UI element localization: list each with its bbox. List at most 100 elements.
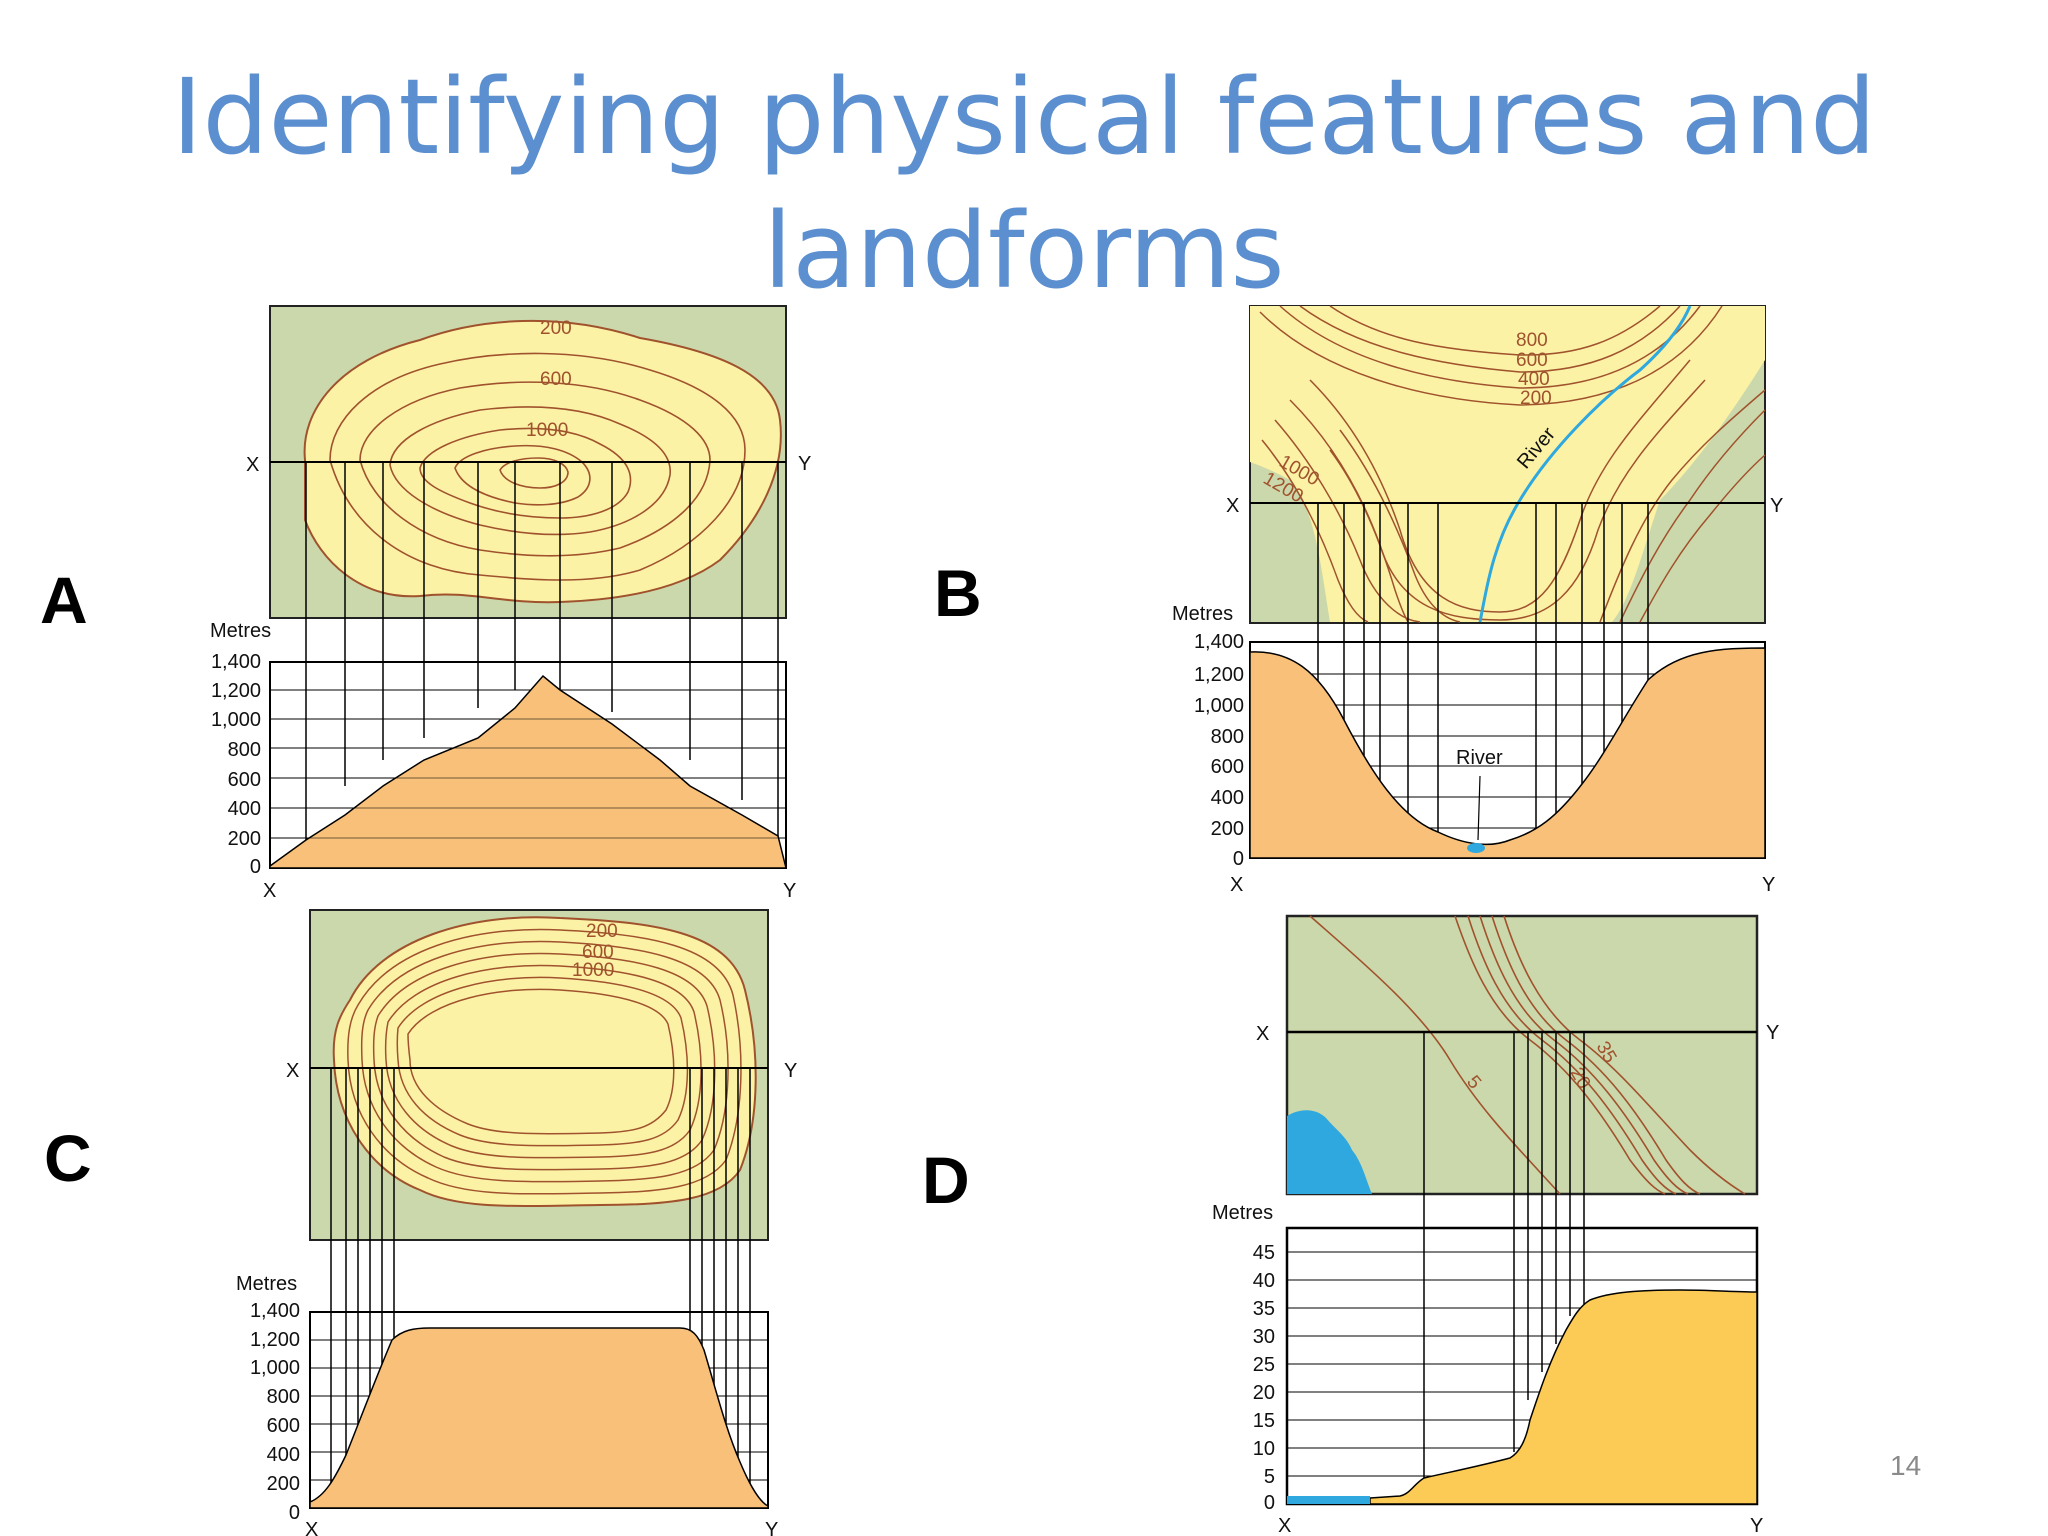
panel-b-diagram: 800 600 400 200 1000 1200 River X Y [1172, 305, 1783, 896]
panel-label-a: A [40, 563, 88, 637]
panel-d-diagram: 5 20 35 X Y Metres 45 40 35 [1212, 914, 1779, 1536]
panel-a-contour-label-1000: 1000 [526, 420, 568, 441]
panel-a-tick: 800 [228, 739, 261, 761]
panel-c-profile-y: Y [765, 1519, 778, 1536]
panel-b-profile-x: X [1230, 874, 1243, 896]
panel-d-tick: 20 [1253, 1382, 1275, 1404]
panel-b-tick: 600 [1211, 756, 1244, 778]
panel-b-map-y: Y [1770, 495, 1783, 517]
panel-a-tick: 1,400 [211, 651, 261, 673]
panel-c-axis-title: Metres [236, 1273, 297, 1295]
panel-a-tick: 600 [228, 769, 261, 791]
panel-c-map-y: Y [784, 1060, 797, 1082]
panel-d-tick: 10 [1253, 1438, 1275, 1460]
panel-d-tick: 15 [1253, 1410, 1275, 1432]
panel-c-contours [347, 928, 742, 1195]
panel-d-profile-y: Y [1750, 1515, 1763, 1536]
panel-b-tick: 1,000 [1194, 695, 1244, 717]
panel-label-d: D [922, 1143, 970, 1217]
panel-b-river-profile [1467, 843, 1485, 853]
panel-b-tick: 0 [1233, 848, 1244, 870]
panel-a-contour-label-600: 600 [540, 369, 572, 390]
panel-d-projection-lines [1423, 1032, 1585, 1478]
panel-a-profile-x: X [263, 880, 276, 902]
panel-b-river-profile-label: River [1456, 747, 1503, 769]
panel-c-tick: 400 [267, 1444, 300, 1466]
panel-a-gridlines-over [270, 718, 786, 839]
panel-a-tick: 200 [228, 828, 261, 850]
panel-a-tick: 400 [228, 798, 261, 820]
panel-c-label-200: 200 [586, 921, 618, 942]
panel-d-water [1287, 1110, 1372, 1194]
panel-d-tick: 5 [1264, 1466, 1275, 1488]
panel-b-ticks: 1,400 1,200 1,000 800 600 400 200 0 [1194, 631, 1244, 870]
panel-b-river-pointer [1477, 775, 1481, 841]
panel-d-tick: 40 [1253, 1270, 1275, 1292]
title-line-1: Identifying physical features and [171, 56, 1877, 178]
panel-c-ticks: 1,400 1,200 1,000 800 600 400 200 0 [250, 1300, 300, 1524]
panel-a-diagram: 200 600 1000 X Y [210, 305, 811, 902]
panel-a-projection-lines [305, 462, 779, 840]
panel-b-label-400: 400 [1518, 369, 1550, 390]
panel-b-tick: 200 [1211, 818, 1244, 840]
panel-d-axis-title: Metres [1212, 1202, 1273, 1224]
panel-d-map-x: X [1256, 1023, 1269, 1045]
slide-title: Identifying physical features and landfo… [0, 50, 2048, 318]
panel-c-tick: 1,000 [250, 1357, 300, 1379]
panel-a-map-x: X [246, 454, 259, 476]
panel-a-axis-title: Metres [210, 620, 271, 642]
panel-c-profile-x: X [305, 1519, 318, 1536]
panel-label-b: B [934, 556, 982, 630]
panel-b-profile-y: Y [1762, 874, 1775, 896]
panel-b-projection-lines [1317, 503, 1649, 855]
panel-label-c: C [44, 1121, 92, 1195]
panel-c-tick: 200 [267, 1473, 300, 1495]
panel-c-tick: 600 [267, 1415, 300, 1437]
panel-c-label-1000: 1000 [572, 960, 614, 981]
panel-c-diagram: 200 600 1000 X Y Metres 1,40 [236, 909, 797, 1536]
slide-number: 14 [1890, 1450, 1922, 1481]
panel-b-label-200: 200 [1520, 388, 1552, 409]
panel-d-ticks: 45 40 35 30 25 20 15 10 5 0 [1253, 1242, 1275, 1514]
panel-c-tick: 1,200 [250, 1329, 300, 1351]
panel-d-profile-x: X [1278, 1515, 1291, 1536]
panel-c-tick: 0 [289, 1502, 300, 1524]
panel-b-tick: 1,400 [1194, 631, 1244, 653]
panel-b-tick: 800 [1211, 726, 1244, 748]
panel-c-tick: 800 [267, 1386, 300, 1408]
panel-b-contours [1259, 305, 1766, 623]
panel-d-water-profile [1287, 1496, 1370, 1504]
panel-c-tick: 1,400 [250, 1300, 300, 1322]
panel-d-contours [1309, 915, 1746, 1195]
panel-b-profile [1249, 647, 1766, 859]
panel-c-land [332, 916, 757, 1207]
panel-c-label-600: 600 [582, 942, 614, 963]
panel-d-map-y: Y [1766, 1022, 1779, 1044]
panel-b-tick: 1,200 [1194, 664, 1244, 686]
panel-c-profile [309, 1327, 769, 1509]
panel-b-river [1478, 305, 1692, 623]
panel-a-map-y: Y [798, 453, 811, 475]
panel-a-contour-label-200: 200 [540, 318, 572, 339]
panel-d-tick: 0 [1264, 1492, 1275, 1514]
panel-b-tick: 400 [1211, 787, 1244, 809]
panel-a-ticks: 1,400 1,200 1,000 800 600 400 200 0 [211, 651, 261, 878]
panel-c-projection-lines [330, 1068, 751, 1488]
panel-c-map-x: X [286, 1060, 299, 1082]
panel-a-contours [329, 352, 746, 581]
panel-d-profile [1369, 1289, 1758, 1505]
title-line-2: landforms [763, 190, 1285, 312]
panel-a-tick: 1,200 [211, 680, 261, 702]
panel-a-profile-y: Y [783, 880, 796, 902]
panel-b-axis-title: Metres [1172, 603, 1233, 625]
panel-d-tick: 25 [1253, 1354, 1275, 1376]
panel-d-tick: 35 [1253, 1298, 1275, 1320]
panel-a-tick: 0 [250, 856, 261, 878]
panel-d-tick: 30 [1253, 1326, 1275, 1348]
panel-a-profile [269, 674, 787, 869]
panel-b-label-800: 800 [1516, 330, 1548, 351]
panel-a-tick: 1,000 [211, 709, 261, 731]
panel-d-tick: 45 [1253, 1242, 1275, 1264]
panel-b-label-600: 600 [1516, 350, 1548, 371]
